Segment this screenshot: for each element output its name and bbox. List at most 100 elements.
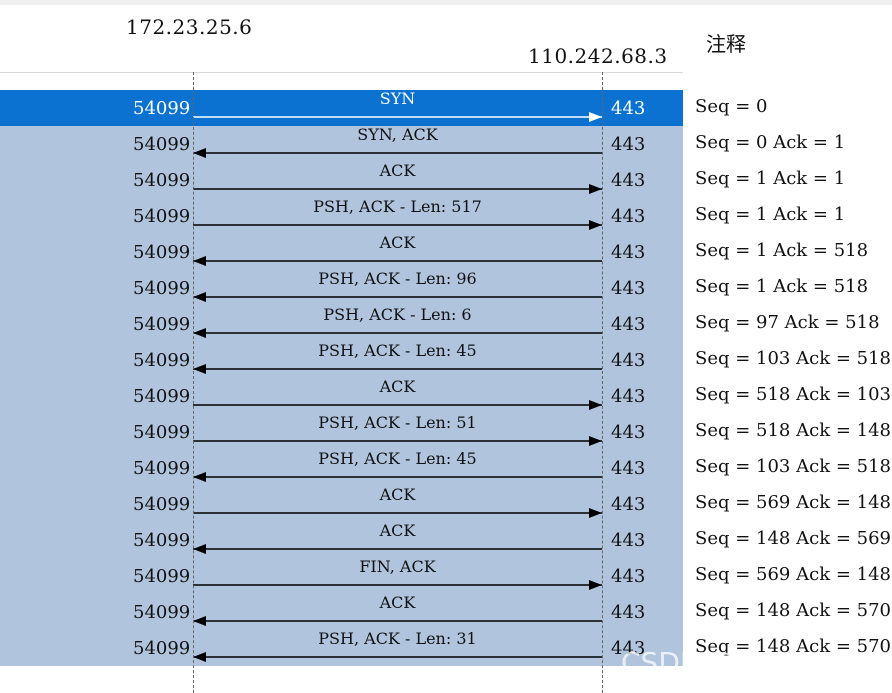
source-port: 54099 — [133, 98, 191, 119]
packet-label: PSH, ACK - Len: 517 — [313, 197, 482, 216]
flow-note: Seq = 97 Ack = 518 — [695, 312, 880, 333]
source-port: 54099 — [133, 458, 191, 479]
source-port: 54099 — [133, 638, 191, 659]
destination-port: 443 — [611, 386, 646, 407]
flow-note: Seq = 148 Ack = 570 — [695, 636, 891, 657]
packet-label: PSH, ACK - Len: 31 — [318, 629, 477, 648]
flow-note: Seq = 148 Ack = 570 — [695, 600, 891, 621]
flow-note: Seq = 569 Ack = 148 — [695, 564, 891, 585]
destination-port: 443 — [611, 278, 646, 299]
arrow-head — [589, 508, 602, 518]
arrow-head — [193, 364, 206, 374]
arrow-right-icon — [193, 220, 602, 230]
arrow-left-icon — [193, 364, 602, 374]
source-port: 54099 — [133, 170, 191, 191]
packet-label: PSH, ACK - Len: 96 — [318, 269, 477, 288]
packet-label: PSH, ACK - Len: 6 — [323, 305, 472, 324]
source-port: 54099 — [133, 494, 191, 515]
arrow-head — [589, 436, 602, 446]
packet-label: ACK — [379, 233, 416, 252]
flow-note: Seq = 1 Ack = 1 — [695, 204, 846, 225]
flow-note: Seq = 103 Ack = 518 — [695, 348, 891, 369]
arrow-head — [193, 544, 206, 554]
destination-port: 443 — [611, 530, 646, 551]
packet-label: PSH, ACK - Len: 45 — [318, 341, 477, 360]
source-port: 54099 — [133, 278, 191, 299]
destination-port: 443 — [611, 566, 646, 587]
arrow-right-icon — [193, 112, 602, 122]
packet-label: SYN — [379, 89, 416, 108]
source-port: 54099 — [133, 386, 191, 407]
left-host-lifeline — [193, 72, 194, 693]
flow-row[interactable]: 54099 ACK 443 — [0, 485, 683, 522]
arrow-head — [589, 220, 602, 230]
source-port: 54099 — [133, 566, 191, 587]
arrow-head — [193, 292, 206, 302]
destination-port: 443 — [611, 98, 646, 119]
flow-row[interactable]: 54099 PSH, ACK - Len: 517 443 — [0, 197, 683, 234]
flow-row[interactable]: 54099 PSH, ACK - Len: 31 443 — [0, 629, 683, 666]
arrow-left-icon — [193, 544, 602, 554]
flow-row[interactable]: 54099 PSH, ACK - Len: 45 443 — [0, 341, 683, 378]
arrow-right-icon — [193, 580, 602, 590]
packet-label: PSH, ACK - Len: 45 — [318, 449, 477, 468]
arrow-left-icon — [193, 148, 602, 158]
arrow-head — [589, 112, 602, 122]
destination-port: 443 — [611, 422, 646, 443]
top-band — [0, 0, 892, 5]
flow-note: Seq = 0 Ack = 1 — [695, 132, 846, 153]
arrow-left-icon — [193, 256, 602, 266]
source-port: 54099 — [133, 314, 191, 335]
source-port: 54099 — [133, 350, 191, 371]
destination-port: 443 — [611, 638, 646, 659]
source-port: 54099 — [133, 530, 191, 551]
arrow-head — [193, 148, 206, 158]
arrow-head — [589, 580, 602, 590]
packet-label: PSH, ACK - Len: 51 — [318, 413, 477, 432]
packet-label: SYN, ACK — [357, 125, 438, 144]
flow-note: Seq = 1 Ack = 1 — [695, 168, 846, 189]
flow-row[interactable]: 54099 SYN 443 — [0, 89, 683, 126]
destination-port: 443 — [611, 242, 646, 263]
packet-label: ACK — [379, 485, 416, 504]
right-host-lifeline — [602, 72, 603, 693]
arrow-left-icon — [193, 472, 602, 482]
destination-port: 443 — [611, 458, 646, 479]
flow-row[interactable]: 54099 ACK 443 — [0, 521, 683, 558]
destination-port: 443 — [611, 350, 646, 371]
flow-row[interactable]: 54099 ACK 443 — [0, 161, 683, 198]
arrow-right-icon — [193, 184, 602, 194]
flow-row[interactable]: 54099 PSH, ACK - Len: 6 443 — [0, 305, 683, 342]
arrow-head — [193, 472, 206, 482]
arrow-left-icon — [193, 292, 602, 302]
arrow-head — [193, 256, 206, 266]
source-port: 54099 — [133, 206, 191, 227]
arrow-head — [589, 184, 602, 194]
arrow-left-icon — [193, 652, 602, 662]
flow-row[interactable]: 54099 PSH, ACK - Len: 45 443 — [0, 449, 683, 486]
arrow-head — [589, 400, 602, 410]
flow-note: Seq = 518 Ack = 103 — [695, 384, 891, 405]
destination-port: 443 — [611, 494, 646, 515]
flow-note: Seq = 0 — [695, 96, 768, 117]
destination-port: 443 — [611, 170, 646, 191]
flow-row[interactable]: 54099 PSH, ACK - Len: 96 443 — [0, 269, 683, 306]
arrow-right-icon — [193, 400, 602, 410]
packet-label: ACK — [379, 161, 416, 180]
destination-port: 443 — [611, 314, 646, 335]
flow-note: Seq = 103 Ack = 518 — [695, 456, 891, 477]
arrow-right-icon — [193, 436, 602, 446]
arrow-head — [193, 328, 206, 338]
packet-label: ACK — [379, 521, 416, 540]
destination-port: 443 — [611, 206, 646, 227]
flow-note: Seq = 518 Ack = 148 — [695, 420, 891, 441]
arrow-right-icon — [193, 508, 602, 518]
arrow-head — [193, 652, 206, 662]
flow-note: Seq = 148 Ack = 569 — [695, 528, 891, 549]
